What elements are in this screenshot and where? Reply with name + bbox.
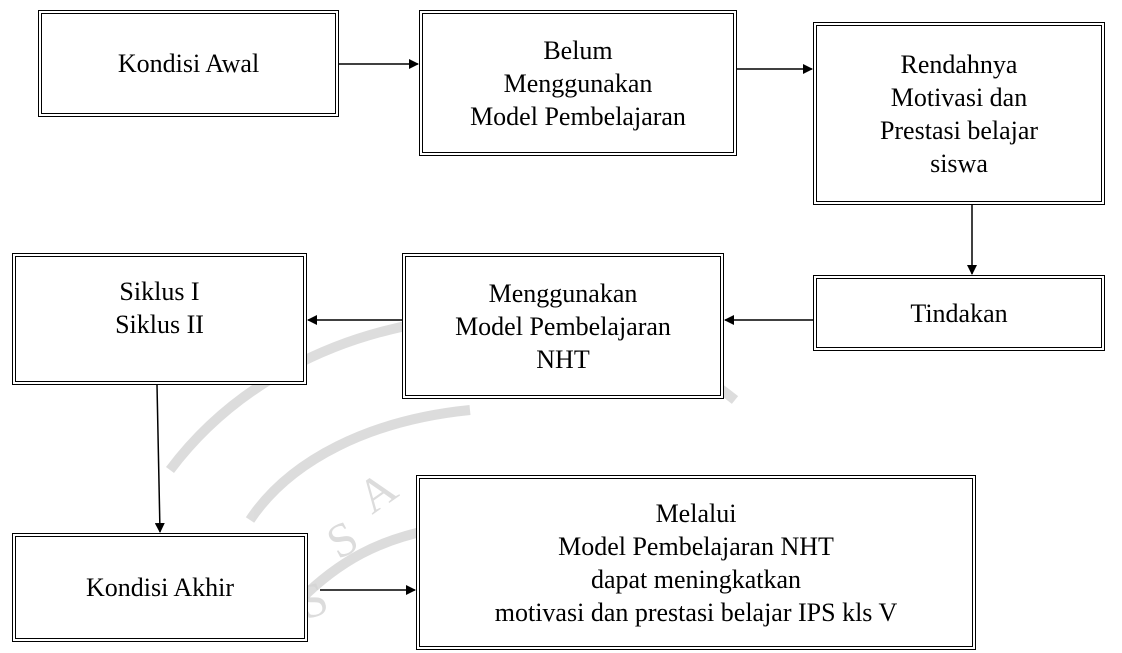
node-text-line: motivasi dan prestasi belajar IPS kls V [494,597,898,627]
node-siklus: Siklus I Siklus II [12,253,307,385]
node-text-line: Siklus II [115,310,204,339]
node-kondisi-awal: Kondisi Awal [38,10,339,117]
node-text-line: Kondisi Akhir [85,573,235,602]
node-tindakan: Tindakan [813,275,1105,351]
node-text-line: Motivasi dan [890,82,1028,112]
node-text-line: Menggunakan [503,68,653,98]
node-text-line: Melalui [655,498,737,528]
node-kondisi-akhir: Kondisi Akhir [12,533,308,642]
node-text-line: Belum [543,35,613,65]
node-text-line: dapat meningkatkan [590,564,802,594]
node-text-line: Model Pembelajaran [455,311,671,341]
node-text-line: Model Pembelajaran [470,101,686,131]
node-text-line: Siklus I [119,277,200,306]
node-text-line: Prestasi belajar [879,115,1039,145]
node-text-line: Tindakan [910,298,1008,328]
node-text-line: siswa [930,148,988,178]
arrow-siklus-to-kondisi_akhir [154,384,165,533]
node-text-line: Kondisi Awal [117,49,260,78]
node-text-line: Menggunakan [488,278,638,308]
node-text-line: Model Pembelajaran NHT [558,531,834,561]
node-text-line: Rendahnya [900,49,1018,79]
node-text-line: NHT [536,344,590,374]
